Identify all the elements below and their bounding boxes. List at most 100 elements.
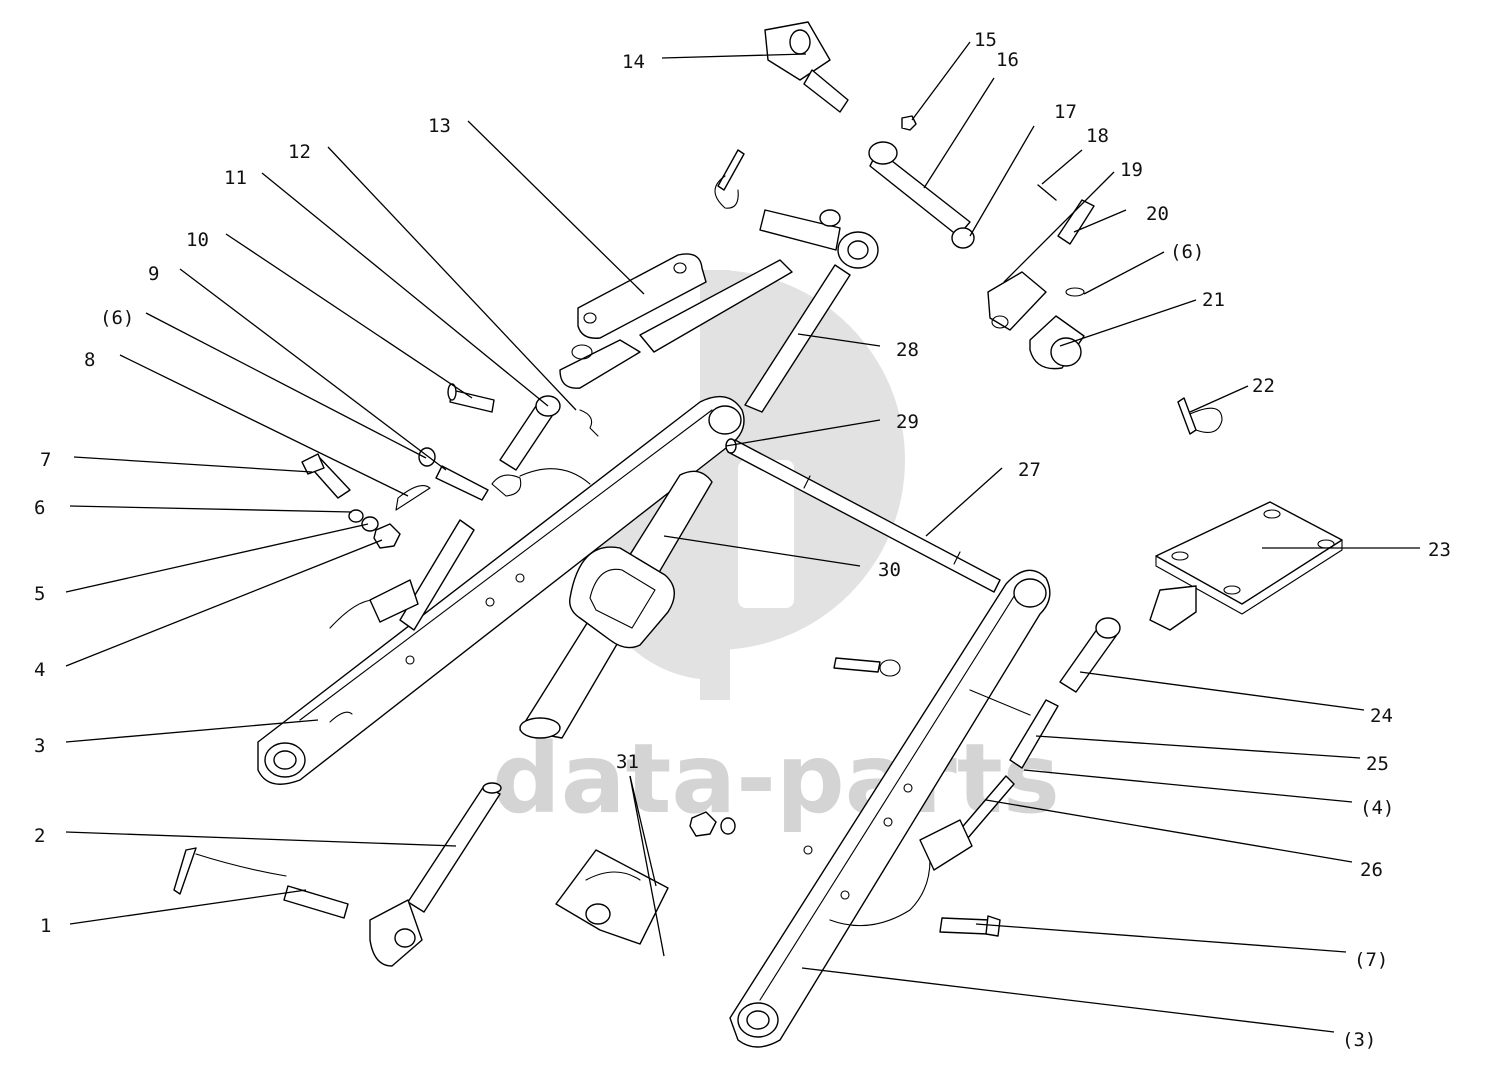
clip-6c	[1065, 287, 1085, 297]
callout-label-c17: 17	[1054, 101, 1077, 123]
callout-label-c24: 24	[1370, 705, 1393, 727]
leader-line-c29	[725, 419, 881, 447]
leader-line-c6b	[145, 312, 427, 459]
leader-line-c3	[65, 719, 319, 743]
callout-label-c13: 13	[428, 115, 451, 137]
callout-label-c3b: (3)	[1342, 1029, 1376, 1051]
leader-line-c10	[225, 233, 473, 399]
leader-line-c26	[985, 799, 1353, 863]
leader-line-c25	[1035, 735, 1361, 759]
callout-label-c21: 21	[1202, 289, 1225, 311]
callout-label-c26: 26	[1360, 859, 1383, 881]
top-link-assembly	[559, 209, 841, 389]
leader-line-c30	[663, 535, 861, 567]
leader-line-c4b	[1023, 769, 1353, 803]
leader-line-c6	[69, 505, 353, 513]
leader-line-c7b	[975, 923, 1347, 953]
leader-line-c1	[69, 889, 307, 925]
top-link-rod	[744, 231, 879, 413]
leader-line-c24	[1079, 671, 1365, 711]
bolt-7	[301, 453, 351, 499]
lower-link-arm-left	[257, 395, 745, 785]
callout-label-c30: 30	[878, 559, 901, 581]
leader-line-c31b	[629, 775, 657, 887]
stabilizer-2	[369, 782, 502, 967]
leader-line-c6c	[1083, 251, 1165, 295]
pin-10	[447, 383, 495, 413]
leader-line-c28	[797, 333, 881, 347]
leader-line-c22	[1189, 385, 1249, 413]
leader-line-c21	[1059, 299, 1197, 347]
leader-line-c15	[911, 41, 971, 121]
leader-line-c2	[65, 831, 457, 847]
callout-label-c31: 31	[616, 751, 639, 773]
callout-label-c28: 28	[896, 339, 919, 361]
clevis-pin-14	[764, 21, 849, 113]
callout-label-c23: 23	[1428, 539, 1451, 561]
callout-label-c6c: (6)	[1170, 241, 1204, 263]
callout-label-c27: 27	[1018, 459, 1041, 481]
callout-label-c15: 15	[974, 29, 997, 51]
bracket-31	[555, 849, 669, 945]
callout-label-c4b: (4)	[1360, 797, 1394, 819]
callout-label-c3: 3	[34, 735, 45, 757]
clip-12	[579, 409, 599, 437]
washer-5	[361, 516, 379, 532]
hitch-pin-16	[868, 141, 971, 237]
callout-label-c14: 14	[622, 51, 645, 73]
leader-line-c20	[1073, 209, 1127, 233]
callout-label-c1: 1	[40, 915, 51, 937]
leader-line-c3b	[801, 967, 1335, 1033]
leader-line-c12	[327, 146, 577, 411]
nut-4	[373, 523, 401, 549]
callout-layer: 12345678(6)91011121314151617181920(6)212…	[34, 29, 1451, 1051]
leader-line-c31	[629, 775, 665, 957]
linch-pin-top	[714, 149, 745, 209]
callout-label-c2: 2	[34, 825, 45, 847]
leader-line-c9	[179, 268, 447, 471]
callout-label-c9: 9	[148, 263, 159, 285]
bush-21	[1029, 315, 1085, 370]
mounting-plate-23	[1149, 501, 1343, 631]
linch-pin-22	[1177, 397, 1223, 435]
leader-line-c5	[65, 523, 369, 593]
linkage-11	[499, 395, 561, 471]
leader-line-c4	[65, 539, 383, 667]
pin-24	[1059, 617, 1121, 693]
pin-9	[435, 465, 489, 501]
callout-label-c4: 4	[34, 659, 45, 681]
leader-line-c19	[1003, 171, 1115, 283]
callout-label-c19: 19	[1120, 159, 1143, 181]
callout-label-c22: 22	[1252, 375, 1275, 397]
callout-label-c20: 20	[1146, 203, 1169, 225]
callout-label-c25: 25	[1366, 753, 1389, 775]
callout-label-c16: 16	[996, 49, 1019, 71]
swivel-19	[987, 271, 1047, 331]
cross-shaft	[725, 438, 1001, 593]
callout-label-c12: 12	[288, 141, 311, 163]
leader-line-c8	[119, 354, 409, 497]
callout-label-c6: 6	[34, 497, 45, 519]
callout-label-c11: 11	[224, 167, 247, 189]
pin-center	[833, 657, 901, 677]
leader-line-c14	[661, 53, 807, 59]
watermark-cutout	[738, 460, 794, 608]
callout-label-c29: 29	[896, 411, 919, 433]
bolt-7b	[939, 915, 1001, 937]
leader-line-c11	[261, 172, 549, 407]
lift-rod	[519, 470, 713, 739]
leader-line-c17	[969, 125, 1035, 237]
callout-label-c8: 8	[84, 349, 95, 371]
leader-line-c27	[925, 467, 1003, 537]
nut-31a	[689, 811, 717, 837]
callout-label-c7: 7	[40, 449, 51, 471]
washer-31b	[720, 817, 736, 835]
leader-line-c18	[1041, 149, 1083, 185]
check-chain-26	[829, 689, 1031, 927]
callout-label-c10: 10	[186, 229, 209, 251]
pin-18	[1037, 184, 1057, 201]
check-chain-left	[329, 468, 591, 631]
callout-label-c18: 18	[1086, 125, 1109, 147]
